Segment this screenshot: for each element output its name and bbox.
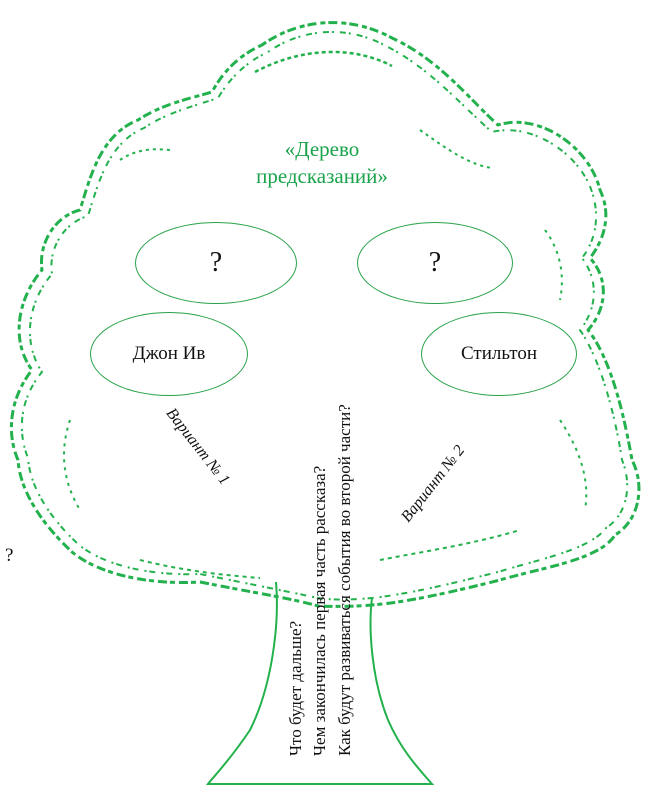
right-question-oval: ? [357,222,513,304]
diagram-title: «Дерево предсказаний» [232,136,412,190]
right-name-label: Стильтон [460,343,538,364]
title-line-2: предсказаний» [256,164,388,188]
trunk-question-2: Чем закончилась первая часть рассказа? [310,465,329,756]
trunk-question-3: Как будут развиваться события во второй … [335,404,354,756]
tree-trunk [205,581,435,785]
left-question-mark: ? [209,247,223,278]
left-name-label: Джон Ив [132,343,206,364]
stray-question-mark: ? [5,545,14,566]
title-line-1: «Дерево [284,137,360,161]
right-question-mark: ? [428,247,442,278]
trunk-question-1: Что будет дальше? [286,620,305,756]
right-name-oval: Стильтон [421,312,577,396]
left-question-oval: ? [135,222,297,304]
left-name-oval: Джон Ив [90,312,248,396]
